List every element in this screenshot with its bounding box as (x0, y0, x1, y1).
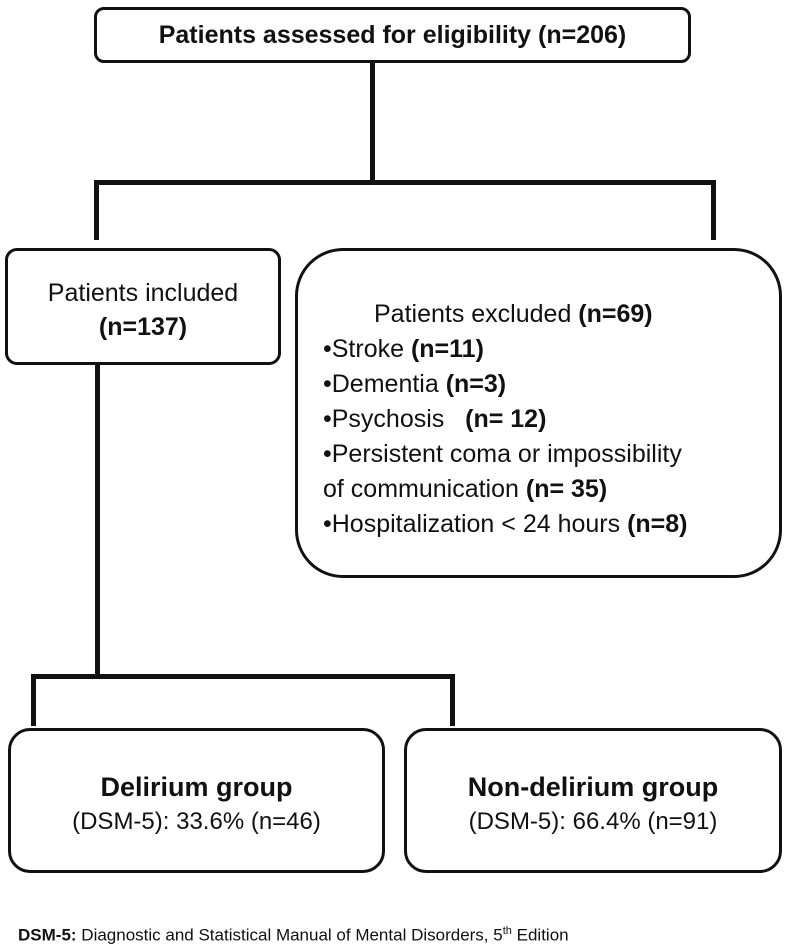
connector-to-delirium (31, 674, 36, 726)
exclusion-count: (n= 12) (465, 405, 547, 433)
exclusion-label: •Psychosis (323, 405, 466, 433)
non-delirium-group-box: Non-delirium group (DSM-5): 66.4% (n=91) (404, 728, 782, 873)
footnote: DSM-5: Diagnostic and Statistical Manual… (18, 925, 569, 946)
exclusion-item-stroke: •Stroke (n=11) (323, 332, 779, 367)
exclusion-label: •Stroke (323, 335, 411, 363)
connector-to-excluded (711, 180, 716, 240)
exclusion-label: •Persistent coma or impossibility (323, 440, 682, 468)
eligibility-box: Patients assessed for eligibility (n=206… (94, 7, 691, 63)
included-box: Patients included (n=137) (5, 248, 281, 365)
delirium-group-box: Delirium group (DSM-5): 33.6% (n=46) (8, 728, 385, 873)
included-label: Patients included (47, 279, 239, 307)
connector-bottom-horizontal (31, 674, 455, 679)
connector-top-vertical (370, 63, 375, 183)
footnote-sup: th (502, 925, 512, 937)
exclusion-count: (n=11) (410, 335, 484, 363)
excluded-header: Patients excluded (n=69) (323, 297, 779, 332)
exclusion-label: •Dementia (323, 370, 446, 398)
exclusion-item-hospitalization: •Hospitalization < 24 hours (n=8) (323, 507, 779, 542)
exclusion-label: •Hospitalization < 24 hours (323, 510, 628, 538)
connector-to-non-delirium (450, 674, 455, 726)
excluded-header-count: (n=69) (578, 300, 653, 328)
exclusion-item-coma: •Persistent coma or impossibility (323, 437, 779, 472)
exclusion-count: (n= 35) (525, 475, 608, 503)
excluded-header-label: Patients excluded (374, 300, 579, 328)
non-delirium-group-subtitle: (DSM-5): 66.4% (n=91) (468, 808, 718, 835)
exclusion-count: (n=3) (445, 370, 507, 398)
footnote-text: Diagnostic and Statistical Manual of Men… (76, 925, 503, 945)
non-delirium-group-title: Non-delirium group (467, 772, 719, 802)
delirium-group-subtitle: (DSM-5): 33.6% (n=46) (72, 808, 321, 835)
connector-to-included (94, 180, 99, 240)
footnote-term: DSM-5: (18, 925, 77, 945)
exclusion-label: of communication (323, 475, 526, 503)
connector-top-horizontal (94, 180, 716, 185)
footnote-text-end: Edition (511, 925, 569, 945)
delirium-group-title: Delirium group (100, 772, 293, 802)
exclusion-item-psychosis: •Psychosis (n= 12) (323, 402, 779, 437)
exclusion-item-coma-cont: of communication (n= 35) (323, 472, 779, 507)
connector-included-down (95, 365, 100, 677)
excluded-box: Patients excluded (n=69) •Stroke (n=11) … (295, 248, 782, 578)
exclusion-item-dementia: •Dementia (n=3) (323, 367, 779, 402)
exclusion-count: (n=8) (627, 510, 688, 538)
included-count: (n=137) (98, 313, 188, 341)
eligibility-text: Patients assessed for eligibility (n=206… (158, 20, 627, 49)
